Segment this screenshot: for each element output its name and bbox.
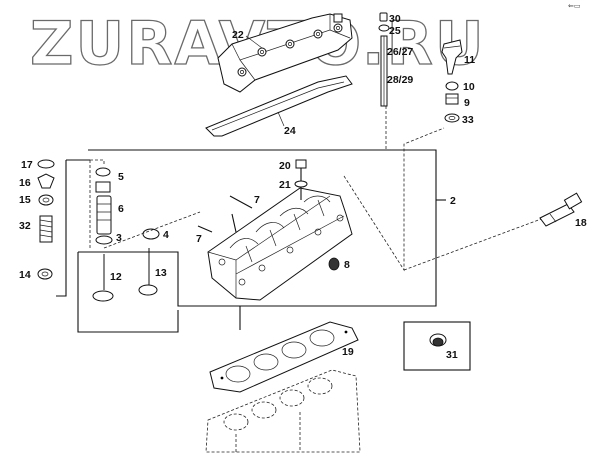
callout-22: 22: [232, 29, 244, 41]
valve-spring-parts-left: [37, 159, 55, 280]
callout-4: 4: [163, 229, 169, 241]
callout-24: 24: [284, 125, 296, 137]
callout-10: 10: [463, 81, 475, 93]
callout-6: 6: [118, 203, 124, 215]
engine-block: [205, 369, 361, 453]
head-gasket: [209, 321, 359, 393]
callout-17: 17: [21, 159, 33, 171]
callout-19: 19: [342, 346, 354, 358]
callout-28-29: 28/29: [387, 74, 413, 86]
callout-2: 2: [450, 195, 456, 207]
callout-21: 21: [279, 179, 291, 191]
callout-16: 16: [19, 177, 31, 189]
seal-31: [429, 333, 447, 347]
corner-mark: ⇐▭: [568, 2, 580, 10]
callout-8: 8: [344, 259, 350, 271]
breather-parts-column: [378, 12, 390, 107]
callout-30: 30: [389, 13, 401, 25]
callout-12: 12: [110, 271, 122, 283]
tappet-assembly: [95, 167, 160, 245]
callout-32: 32: [19, 220, 31, 232]
callout-26-27: 26/27: [387, 46, 413, 58]
callout-13: 13: [155, 267, 167, 279]
callout-11: 11: [464, 54, 475, 66]
valves: [92, 248, 158, 302]
callout-18: 18: [575, 217, 587, 229]
plug: [328, 257, 340, 271]
guide-pins: [197, 195, 253, 233]
callout-7-lower: 7: [196, 233, 202, 245]
valve-cover: [217, 13, 353, 93]
head-bolt-and-washer: [294, 159, 308, 200]
callout-31: 31: [446, 349, 458, 361]
callout-33: 33: [462, 114, 474, 126]
callout-7-upper: 7: [254, 194, 260, 206]
callout-25: 25: [389, 25, 401, 37]
cylinder-head: [207, 187, 353, 301]
callout-15: 15: [19, 194, 31, 206]
seal-box: [403, 321, 471, 371]
callout-20: 20: [279, 160, 291, 172]
callout-14: 14: [19, 269, 31, 281]
callout-5: 5: [118, 171, 124, 183]
injector: [539, 192, 583, 227]
callout-3: 3: [116, 232, 122, 244]
valve-cover-gasket: [205, 75, 353, 137]
callout-9: 9: [464, 97, 470, 109]
injector-nozzle-parts: [441, 39, 463, 123]
